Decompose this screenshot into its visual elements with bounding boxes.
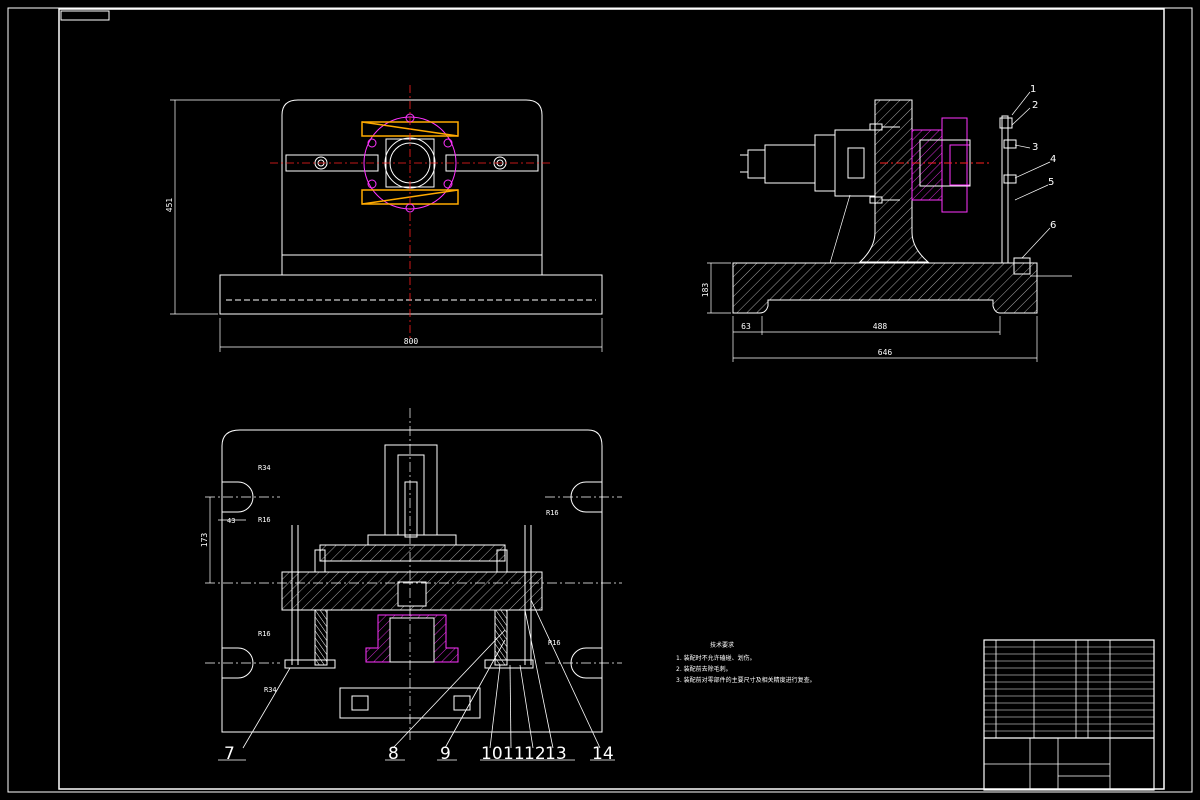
balloon-10: 10 xyxy=(481,744,503,764)
side-view-balloons: 1 2 3 4 5 6 xyxy=(1030,84,1056,231)
balloon-5: 5 xyxy=(1048,177,1054,188)
notes-line-3: 3. 装配前对零部件的主要尺寸及相关精度进行复查。 xyxy=(676,676,816,684)
side-view-left-dimension: 63 xyxy=(741,322,751,331)
parts-list-rows xyxy=(984,646,1154,732)
notes-line-1: 1. 装配时不允许磕碰、划伤。 xyxy=(676,654,756,662)
balloon-13: 13 xyxy=(545,744,567,764)
radius-label-r16-top-right: R16 xyxy=(546,509,559,517)
balloon-2: 2 xyxy=(1032,100,1038,111)
sheet-frame xyxy=(7,7,1193,793)
front-view xyxy=(205,408,622,761)
balloon-12: 12 xyxy=(524,744,546,764)
top-view-height-dimension: 451 xyxy=(165,198,174,213)
notes-title: 技术要求 xyxy=(710,641,734,649)
balloon-9: 9 xyxy=(440,744,451,764)
technical-notes: 技术要求 1. 装配时不允许磕碰、划伤。 2. 装配前去除毛刺。 3. 装配前对… xyxy=(676,641,816,684)
balloon-7: 7 xyxy=(224,744,235,764)
front-view-small-dimension: 43 xyxy=(227,517,235,525)
radius-label-r16-top-left: R16 xyxy=(258,516,271,524)
front-view-vertical-dimension: 173 xyxy=(200,533,209,548)
side-view-height-dimension: 183 xyxy=(701,283,710,298)
radius-label-r16-bottom-right: R16 xyxy=(548,639,561,647)
balloon-4: 4 xyxy=(1050,154,1056,165)
side-view-overall-dimension: 646 xyxy=(878,348,893,357)
radius-label-r16-bottom-left: R16 xyxy=(258,630,271,638)
side-view-slot-dimension: 488 xyxy=(873,322,888,331)
balloon-14: 14 xyxy=(592,744,614,764)
front-view-radius-labels: R34 R16 R16 R16 R16 R34 xyxy=(258,464,561,694)
radius-label-r34-bottom: R34 xyxy=(264,686,277,694)
balloon-11: 11 xyxy=(503,744,525,764)
balloon-3: 3 xyxy=(1032,142,1038,153)
top-view xyxy=(170,85,603,352)
balloon-8: 8 xyxy=(388,744,399,764)
notes-line-2: 2. 装配前去除毛刺。 xyxy=(676,665,732,673)
radius-label-r34-top: R34 xyxy=(258,464,271,472)
title-block xyxy=(983,639,1155,791)
top-view-width-dimension: 800 xyxy=(404,337,419,346)
side-view xyxy=(707,91,1072,362)
front-view-balloons: 7 8 9 10 11 12 13 14 xyxy=(224,744,614,764)
balloon-6: 6 xyxy=(1050,220,1056,231)
balloon-1: 1 xyxy=(1030,84,1036,95)
